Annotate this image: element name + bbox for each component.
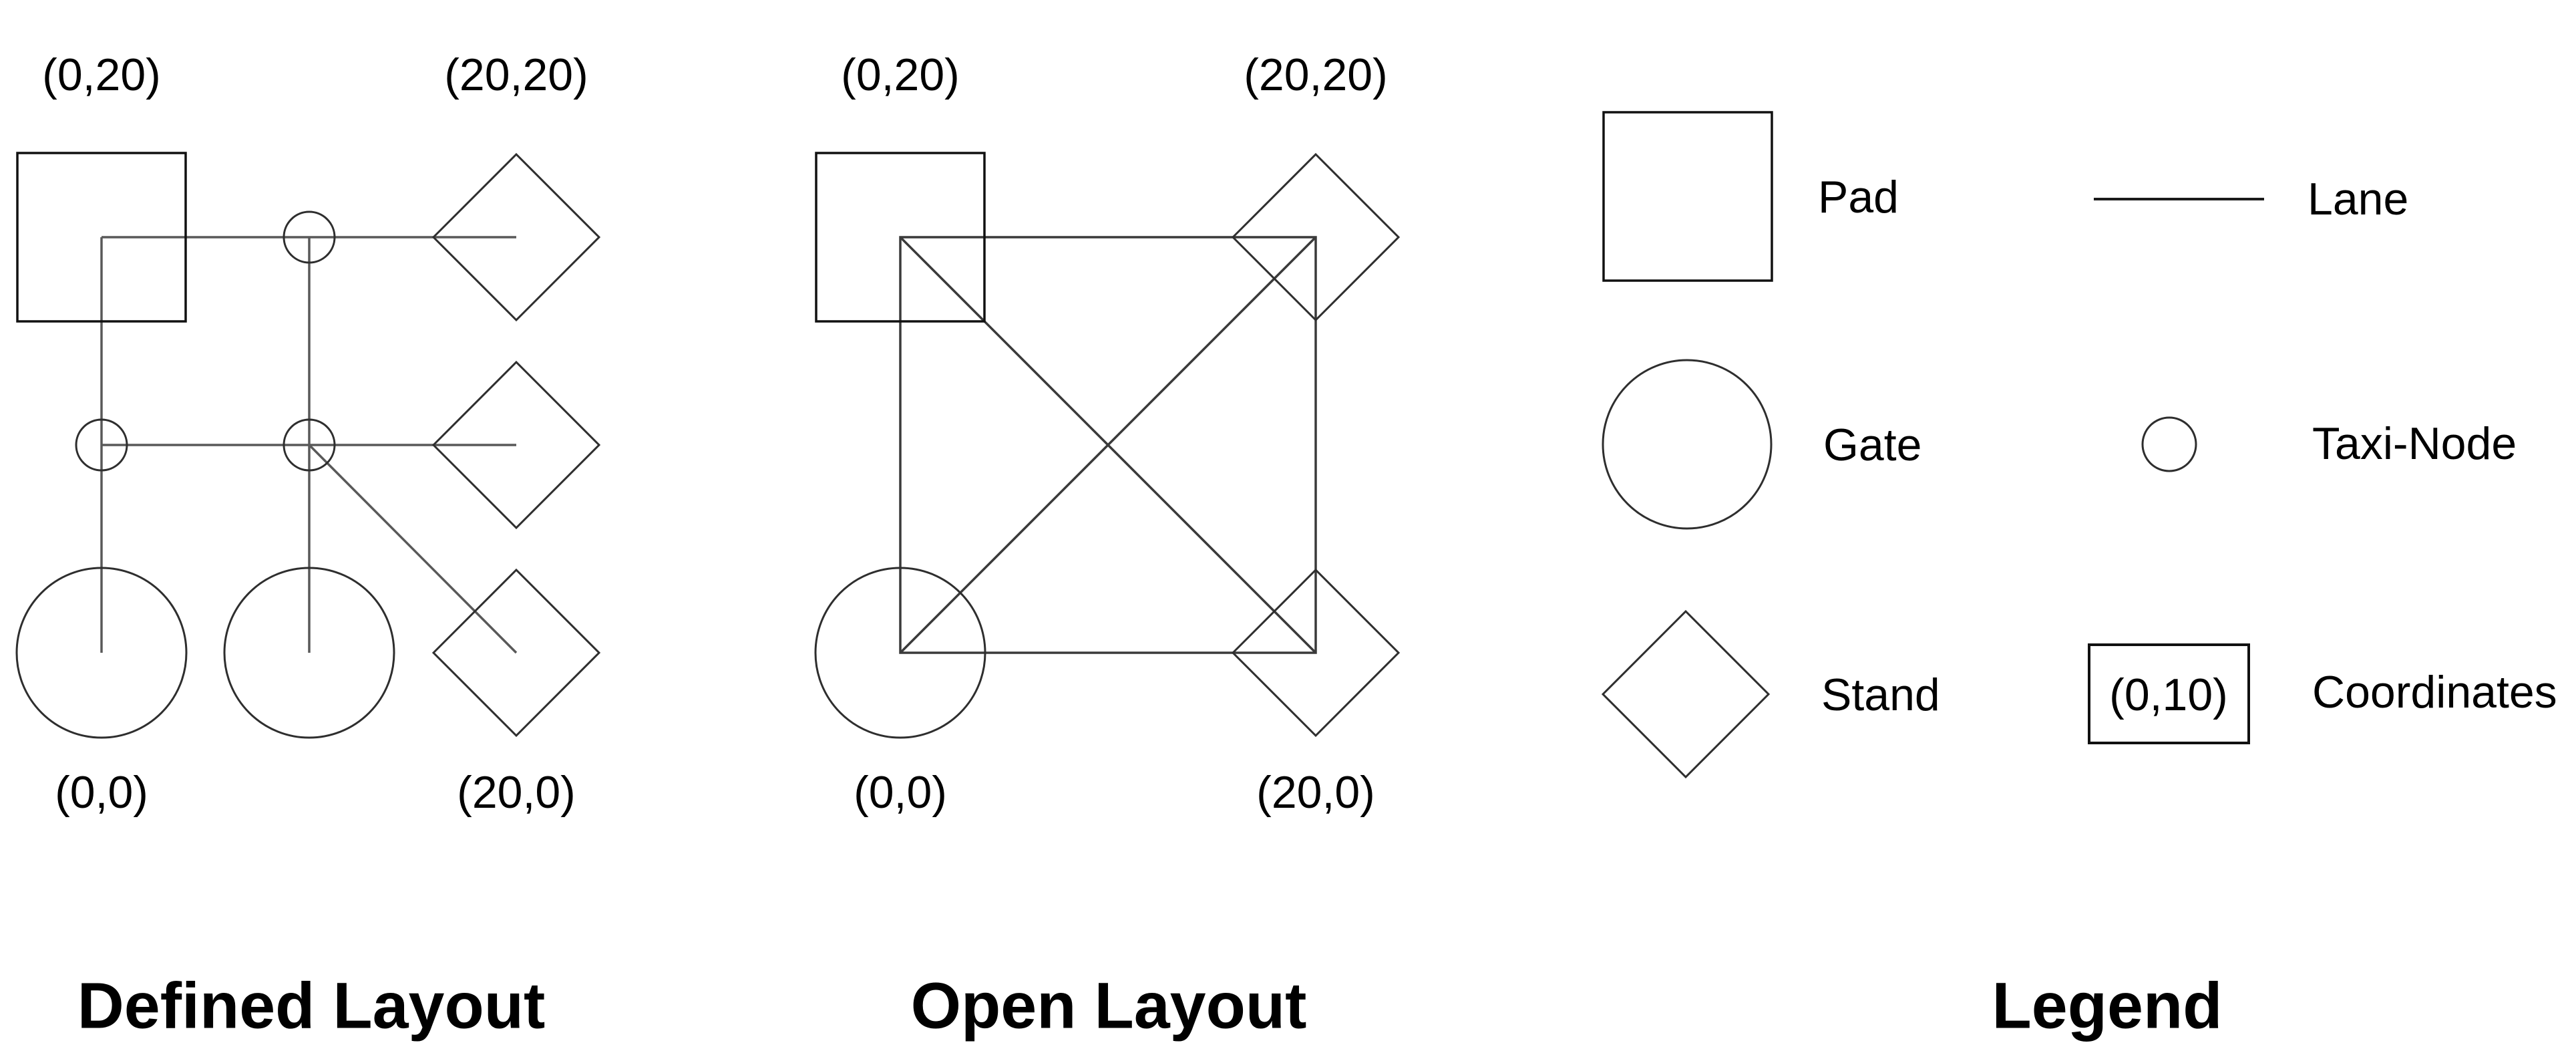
legend-stand-label: Stand <box>1821 669 1940 720</box>
stand-icon <box>1601 609 1771 779</box>
coord-label-open-bottom-right: (20,0) <box>1256 767 1375 818</box>
lane-diagonal <box>899 236 1317 654</box>
legend-coordinates-sample: (0,10) <box>2109 669 2228 720</box>
gate-shape <box>814 567 986 739</box>
coord-label-open-top-left: (0,20) <box>841 49 960 100</box>
open-layout-title: Open Layout <box>910 969 1307 1042</box>
coord-label-defined-top-right: (20,20) <box>444 49 588 100</box>
legend-pad-label: Pad <box>1818 172 1899 222</box>
legend-icons <box>1601 111 2264 779</box>
stand-shape <box>431 360 601 530</box>
defined-layout-title: Defined Layout <box>77 969 546 1042</box>
coord-label-open-top-right: (20,20) <box>1244 49 1388 100</box>
gate-icon <box>1602 359 1773 530</box>
stand-shape <box>1231 152 1401 322</box>
coord-label-defined-top-left: (0,20) <box>42 49 161 100</box>
coordinates-box-icon <box>2088 643 2250 744</box>
stand-shape <box>431 152 601 322</box>
coord-label-open-bottom-left: (0,0) <box>854 767 947 818</box>
pad-icon <box>1602 111 1773 282</box>
taxi-node-icon <box>2141 416 2197 472</box>
legend-taxi-node-label: Taxi-Node <box>2312 418 2517 469</box>
gate-shape <box>223 567 395 739</box>
gate-shape <box>15 567 188 739</box>
coord-label-defined-bottom-left: (0,0) <box>55 767 148 818</box>
defined-layout-diagram <box>15 152 601 739</box>
open-layout-diagram <box>814 152 1401 739</box>
taxi-node-shape <box>283 210 336 264</box>
coord-label-defined-bottom-right: (20,0) <box>457 767 576 818</box>
lane-square <box>899 236 1317 654</box>
legend-coordinates-label: Coordinates <box>2312 667 2557 718</box>
lane-line <box>308 444 518 654</box>
taxi-node-shape <box>75 418 128 472</box>
stand-shape <box>1231 568 1401 738</box>
legend-lane-label: Lane <box>2308 174 2409 224</box>
pad-shape <box>16 152 187 323</box>
stand-shape <box>431 568 601 738</box>
pad-shape <box>815 152 986 323</box>
legend-gate-label: Gate <box>1823 420 1922 470</box>
legend-title: Legend <box>1992 969 2223 1042</box>
taxi-node-shape <box>283 418 336 472</box>
